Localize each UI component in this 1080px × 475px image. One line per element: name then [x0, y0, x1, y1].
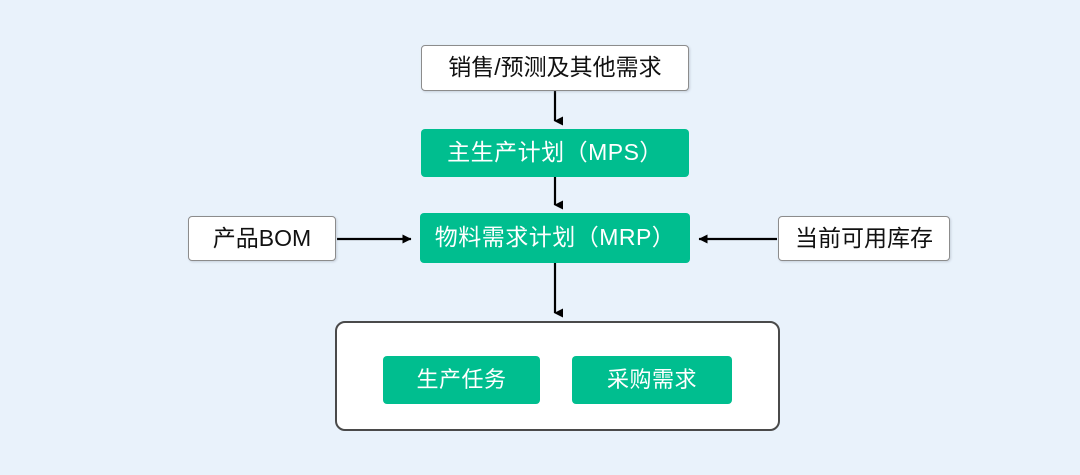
node-material-requirements-planning[interactable]: 物料需求计划（MRP） [420, 213, 690, 263]
node-production-task[interactable]: 生产任务 [383, 356, 540, 404]
node-sales-forecast-demand-label: 销售/预测及其他需求 [448, 54, 662, 81]
node-product-bom[interactable]: 产品BOM [188, 216, 336, 261]
node-purchase-request-label: 采购需求 [606, 366, 697, 392]
node-current-available-inventory-label: 当前可用库存 [795, 224, 933, 251]
node-production-task-label: 生产任务 [416, 366, 507, 392]
node-material-requirements-planning-label: 物料需求计划（MRP） [434, 224, 676, 251]
node-master-production-schedule[interactable]: 主生产计划（MPS） [421, 129, 689, 177]
node-purchase-request[interactable]: 采购需求 [572, 356, 732, 404]
node-master-production-schedule-label: 主生产计划（MPS） [447, 139, 663, 166]
node-current-available-inventory[interactable]: 当前可用库存 [778, 216, 950, 261]
node-sales-forecast-demand[interactable]: 销售/预测及其他需求 [421, 45, 689, 91]
node-product-bom-label: 产品BOM [212, 224, 312, 251]
